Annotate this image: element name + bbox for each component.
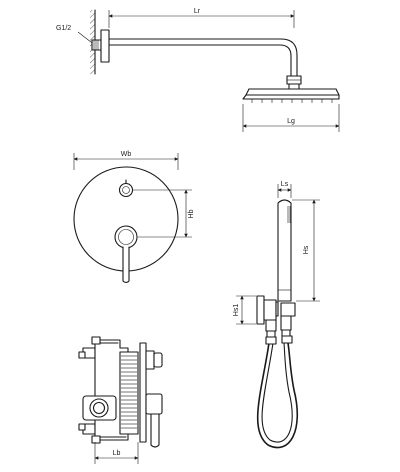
concealed-body-view [78,336,163,464]
outlet-port [82,395,117,421]
label-hs1: Hs1 [233,304,240,317]
diverter-stem-side [145,350,155,370]
shower-head [242,88,340,103]
lever-handle-side [150,413,160,448]
hand-shower-view [236,184,320,449]
arm-bottom [108,44,292,77]
label-lr: Lr [194,8,201,15]
plate-edge [139,342,147,443]
cartridge-housing [119,351,139,435]
label-ls: Ls [281,181,289,188]
diverter-knob-side [153,352,163,368]
handle-connector [280,315,292,331]
label-hb: Hb [188,209,195,218]
label-g12: G1/2 [56,25,71,32]
label-lg: Lg [287,118,295,125]
diverter-knob [118,182,134,198]
outlet-connector [265,319,277,332]
port-bore-inner [92,401,106,415]
shower-hose-inner [261,342,293,443]
shower-arm-view [77,9,340,132]
mixer-lever-handle [122,246,130,284]
holder-flange [256,295,265,325]
arm-top [108,38,298,77]
thread-nipple [91,39,102,51]
wall-flange [100,29,110,63]
label-lb: Lb [113,450,121,457]
label-wb: Wb [121,151,132,158]
label-hs: Hs [303,245,310,254]
holder-cradle [280,302,296,317]
lever-base-side [145,393,163,415]
hand-shower-handle [277,199,292,302]
shower-hose-outer [256,342,299,449]
holder-body [263,299,277,321]
mixer-plate-view [73,153,192,284]
port-bore-outer [89,398,109,418]
